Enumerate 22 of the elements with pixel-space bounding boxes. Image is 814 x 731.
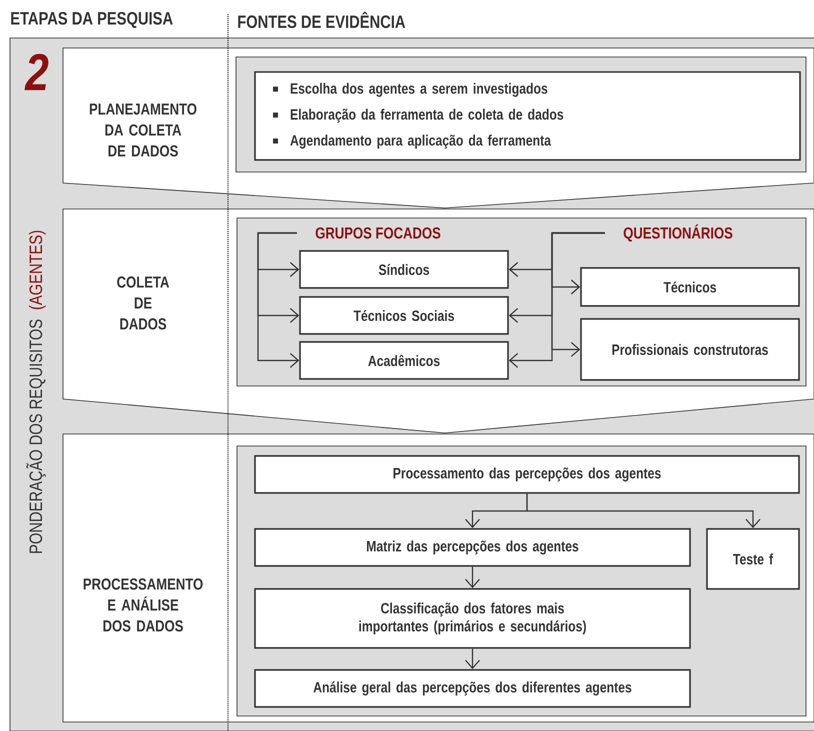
process-box: Processamento das percepções dos agentes: [254, 455, 800, 494]
process-box: Análise geral das percepções dos diferentes agentes: [254, 669, 691, 708]
column-heading: FONTES DE EVIDÊNCIA: [238, 12, 406, 28]
process-box: Teste f: [706, 528, 800, 590]
arrow: [526, 494, 760, 528]
process-box: Acadêmicos: [299, 341, 509, 380]
process-box: Classificação dos fatores mais importantes (primários e secundários): [254, 588, 691, 649]
process-box: Profissionais construtoras: [580, 318, 800, 381]
arrow: [551, 232, 605, 357]
process-box: Técnicos: [580, 267, 800, 307]
step-number: 2: [24, 54, 48, 90]
bullet-list-box: Escolha dos agentes a serem investigados Elaboração da ferramenta de coleta de dados Agendamento para aplicação da ferramenta: [254, 71, 801, 161]
vertical-title: PONDERAÇÃO DOS REQUISITOS (AGENTES): [26, 230, 46, 553]
column-heading: ETAPAS DA PESQUISA: [11, 12, 173, 28]
process-box: Matriz das percepções dos agentes: [254, 528, 691, 567]
arrow: [257, 232, 300, 368]
process-box: Técnicos Sociais: [299, 296, 509, 335]
arrow: [465, 566, 480, 588]
group-heading: QUESTIONÁRIOS: [624, 224, 732, 242]
process-box: Síndicos: [299, 250, 509, 289]
group-heading: GRUPOS FOCADOS: [316, 227, 440, 239]
arrow: [465, 648, 480, 670]
